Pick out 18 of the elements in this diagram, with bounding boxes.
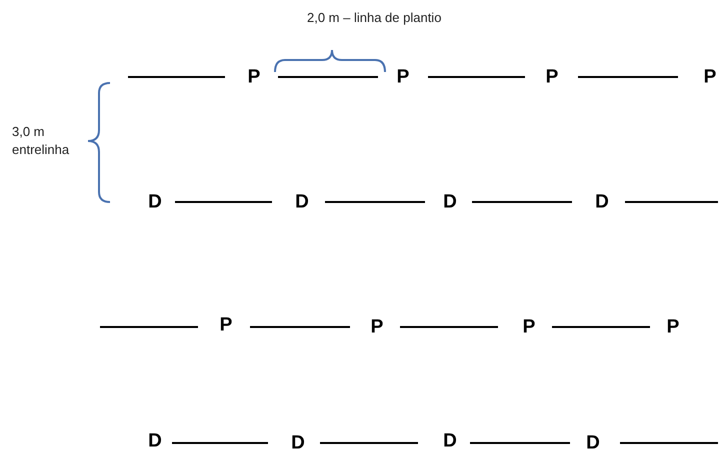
dimension-label: 3,0 m entrelinha (12, 123, 70, 158)
plant-letter: P (546, 68, 558, 86)
plant-letter: P (248, 68, 260, 86)
dimension-label: 2,0 m – linha de plantio (307, 9, 442, 27)
plant-letter: D (291, 434, 305, 452)
plant-letter: P (370, 318, 384, 336)
plant-letter: D (595, 192, 609, 212)
plant-letter: P (522, 318, 536, 336)
plant-letter: P (704, 68, 716, 86)
plant-letter: P (666, 318, 680, 336)
plant-letter: D (148, 432, 162, 450)
plant-letter: P (396, 68, 410, 86)
plant-letter: D (148, 192, 162, 212)
plant-letter: D (586, 434, 600, 452)
plant-letter: P (220, 316, 232, 334)
plant-letter: D (443, 192, 457, 212)
plant-letter: D (295, 192, 309, 212)
plant-letter: D (443, 432, 457, 450)
